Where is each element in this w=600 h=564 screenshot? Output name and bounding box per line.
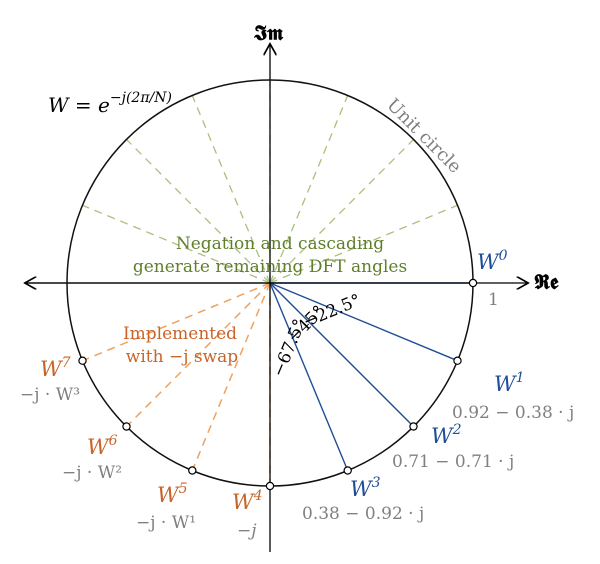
svg-text:W3: W3 — [350, 475, 381, 501]
svg-text:0.71 − 0.71 · j: 0.71 − 0.71 · j — [392, 452, 514, 472]
green-dash-line — [191, 95, 271, 284]
svg-text:W5: W5 — [157, 481, 188, 507]
swap-note-line-1: Implemented — [123, 324, 237, 344]
green-dash-line — [269, 204, 458, 284]
svg-text:W0: W0 — [477, 248, 508, 274]
svg-text:W6: W6 — [87, 433, 118, 459]
svg-text:−j · W²: −j · W² — [62, 463, 122, 483]
svg-text:0.38 − 0.92 · j: 0.38 − 0.92 · j — [302, 504, 424, 524]
twiddle-point-w4 — [265, 481, 275, 491]
twiddle-label-w7: W7 −j · W³ — [20, 355, 80, 405]
svg-text:W4: W4 — [232, 488, 263, 514]
real-axis-label: 𝕽𝖊 — [534, 269, 559, 294]
svg-text:W7: W7 — [40, 355, 71, 381]
twiddle-point-w1 — [453, 356, 462, 365]
svg-text:W1: W1 — [494, 370, 525, 396]
twiddle-label-w5: W5 −j · W¹ — [136, 481, 196, 533]
svg-text:1: 1 — [488, 290, 499, 310]
twiddle-point-w2 — [409, 422, 418, 431]
twiddle-label-w6: W6 −j · W² — [62, 433, 122, 483]
svg-text:−j · W¹: −j · W¹ — [136, 513, 196, 533]
blue-twiddle-line — [269, 282, 414, 427]
svg-text:0.92 − 0.38 · j: 0.92 − 0.38 · j — [452, 403, 574, 423]
green-dash-line — [269, 95, 349, 284]
orange-dash-line — [82, 282, 271, 362]
twiddle-label-w4: W4 −j — [232, 488, 263, 541]
svg-text:−j: −j — [237, 521, 257, 541]
svg-text:−j · W³: −j · W³ — [20, 385, 80, 405]
twiddle-point-w0 — [468, 278, 478, 288]
angle-label-67-5: −67.5° — [269, 316, 311, 380]
swap-note-line-2: with −j swap — [126, 347, 239, 367]
center-note-line-2: generate remaining DFT angles — [133, 257, 407, 277]
center-note-line-1: Negation and cascading — [176, 234, 384, 254]
svg-text:W2: W2 — [431, 422, 462, 448]
green-dash-line — [82, 204, 271, 284]
imaginary-axis-label: 𝕴𝖒 — [254, 20, 284, 45]
twiddle-label-w2: W2 0.71 − 0.71 · j — [392, 422, 514, 472]
orange-dash-line — [191, 282, 271, 471]
orange-dash-line — [125, 282, 271, 428]
twiddle-label-w3: W3 0.38 − 0.92 · j — [302, 475, 424, 524]
swap-angle-dashes — [82, 282, 271, 486]
twiddle-point-w5 — [188, 466, 197, 475]
blue-twiddle-line — [269, 282, 458, 362]
twiddle-formula: W = e−j(2π/N) — [48, 90, 172, 117]
twiddle-points — [78, 278, 478, 491]
twiddle-point-w7 — [78, 356, 87, 365]
twiddle-point-w6 — [122, 422, 131, 431]
green-dash-line — [126, 139, 271, 284]
unit-circle-label: Unit circle — [382, 95, 465, 178]
green-dash-line — [269, 139, 414, 284]
twiddle-label-w0: W0 1 — [477, 248, 508, 310]
blue-twiddle-line — [269, 282, 349, 471]
twiddle-label-w1: W1 0.92 − 0.38 · j — [452, 370, 574, 423]
twiddle-point-w3 — [343, 466, 352, 475]
